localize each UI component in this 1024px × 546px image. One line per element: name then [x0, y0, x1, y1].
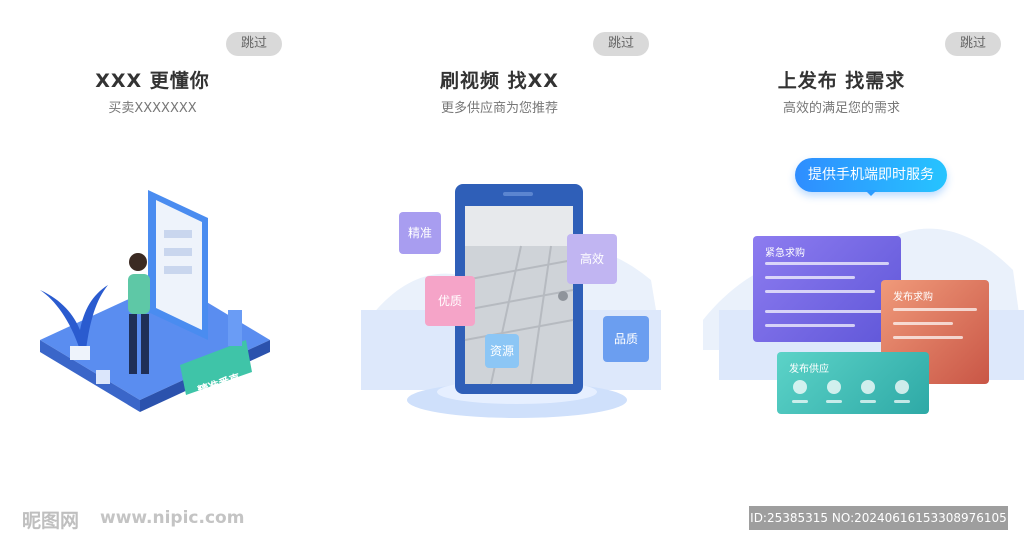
watermark-url: www.nipic.com — [100, 508, 245, 528]
tag-grade: 品质 — [603, 316, 649, 362]
screen-title: 上发布 找需求 — [777, 70, 906, 92]
skip-button[interactable]: 跳过 — [945, 32, 1001, 56]
image-id-bar: ID:25385315 NO:20240616153308976105 — [749, 506, 1008, 530]
onboarding-screen-3: 跳过 上发布 找需求 高效的满足您的需求 提供手机端即时服务 紧急求购 发布求购… — [683, 0, 1024, 546]
onboarding-screen-2: 跳过 刷视频 找XX 更多供应商为您推荐 精准 高效 优质 资源 品质 — [341, 0, 682, 546]
onboarding-screen-1: 跳过 XXX 更懂你 买卖XXXXXXX 精准番直 — [0, 0, 341, 546]
screen-subtitle: 高效的满足您的需求 — [782, 101, 900, 116]
watermark-logo: 昵图网 — [22, 510, 80, 532]
skip-button[interactable]: 跳过 — [226, 32, 282, 56]
urgent-purchase-card[interactable]: 紧急求购 — [753, 236, 901, 342]
post-supply-card[interactable]: 发布供应 — [777, 352, 929, 414]
tag-efficient: 高效 — [567, 234, 617, 284]
illustration-phone-video: 精准 高效 优质 资源 品质 — [341, 150, 682, 450]
tag-resources: 资源 — [485, 334, 519, 368]
tag-quality: 优质 — [425, 276, 475, 326]
card-label: 紧急求购 — [765, 248, 805, 259]
illustration-cards: 紧急求购 发布求购 发布供应 — [683, 150, 1024, 450]
mobile-service-bubble: 提供手机端即时服务 — [795, 158, 947, 196]
illustration-person-tablet: 精准番直 — [0, 150, 341, 450]
card-label: 发布供应 — [789, 364, 829, 375]
skip-button[interactable]: 跳过 — [593, 32, 649, 56]
tag-precise: 精准 — [399, 212, 441, 254]
card-label: 发布求购 — [893, 292, 933, 303]
screen-subtitle: 买卖XXXXXXX — [108, 101, 197, 116]
screen-title: XXX 更懂你 — [95, 70, 210, 92]
screen-subtitle: 更多供应商为您推荐 — [440, 101, 558, 116]
screen-title: 刷视频 找XX — [440, 70, 559, 92]
